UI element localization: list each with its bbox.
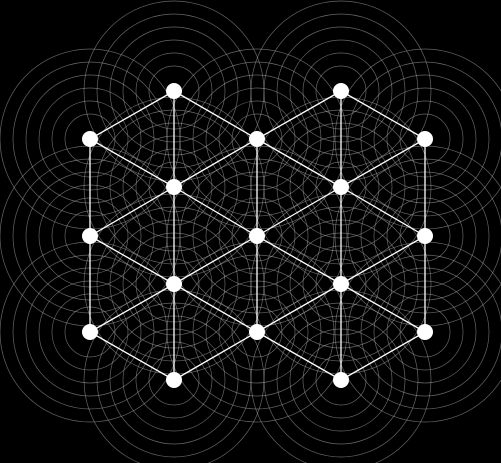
lattice-node bbox=[417, 324, 433, 340]
lattice-node bbox=[249, 228, 265, 244]
lattice-node bbox=[166, 276, 182, 292]
lattice-node bbox=[166, 179, 182, 195]
lattice-node bbox=[333, 179, 349, 195]
lattice-node bbox=[166, 372, 182, 388]
lattice-node bbox=[249, 131, 265, 147]
lattice-node bbox=[82, 131, 98, 147]
lattice-node bbox=[417, 228, 433, 244]
lattice-node bbox=[82, 228, 98, 244]
lattice-node bbox=[82, 324, 98, 340]
lattice-node bbox=[333, 83, 349, 99]
lattice-node bbox=[333, 276, 349, 292]
lattice-node bbox=[249, 324, 265, 340]
lattice-node bbox=[417, 131, 433, 147]
lattice-node bbox=[166, 83, 182, 99]
lattice-node bbox=[333, 372, 349, 388]
